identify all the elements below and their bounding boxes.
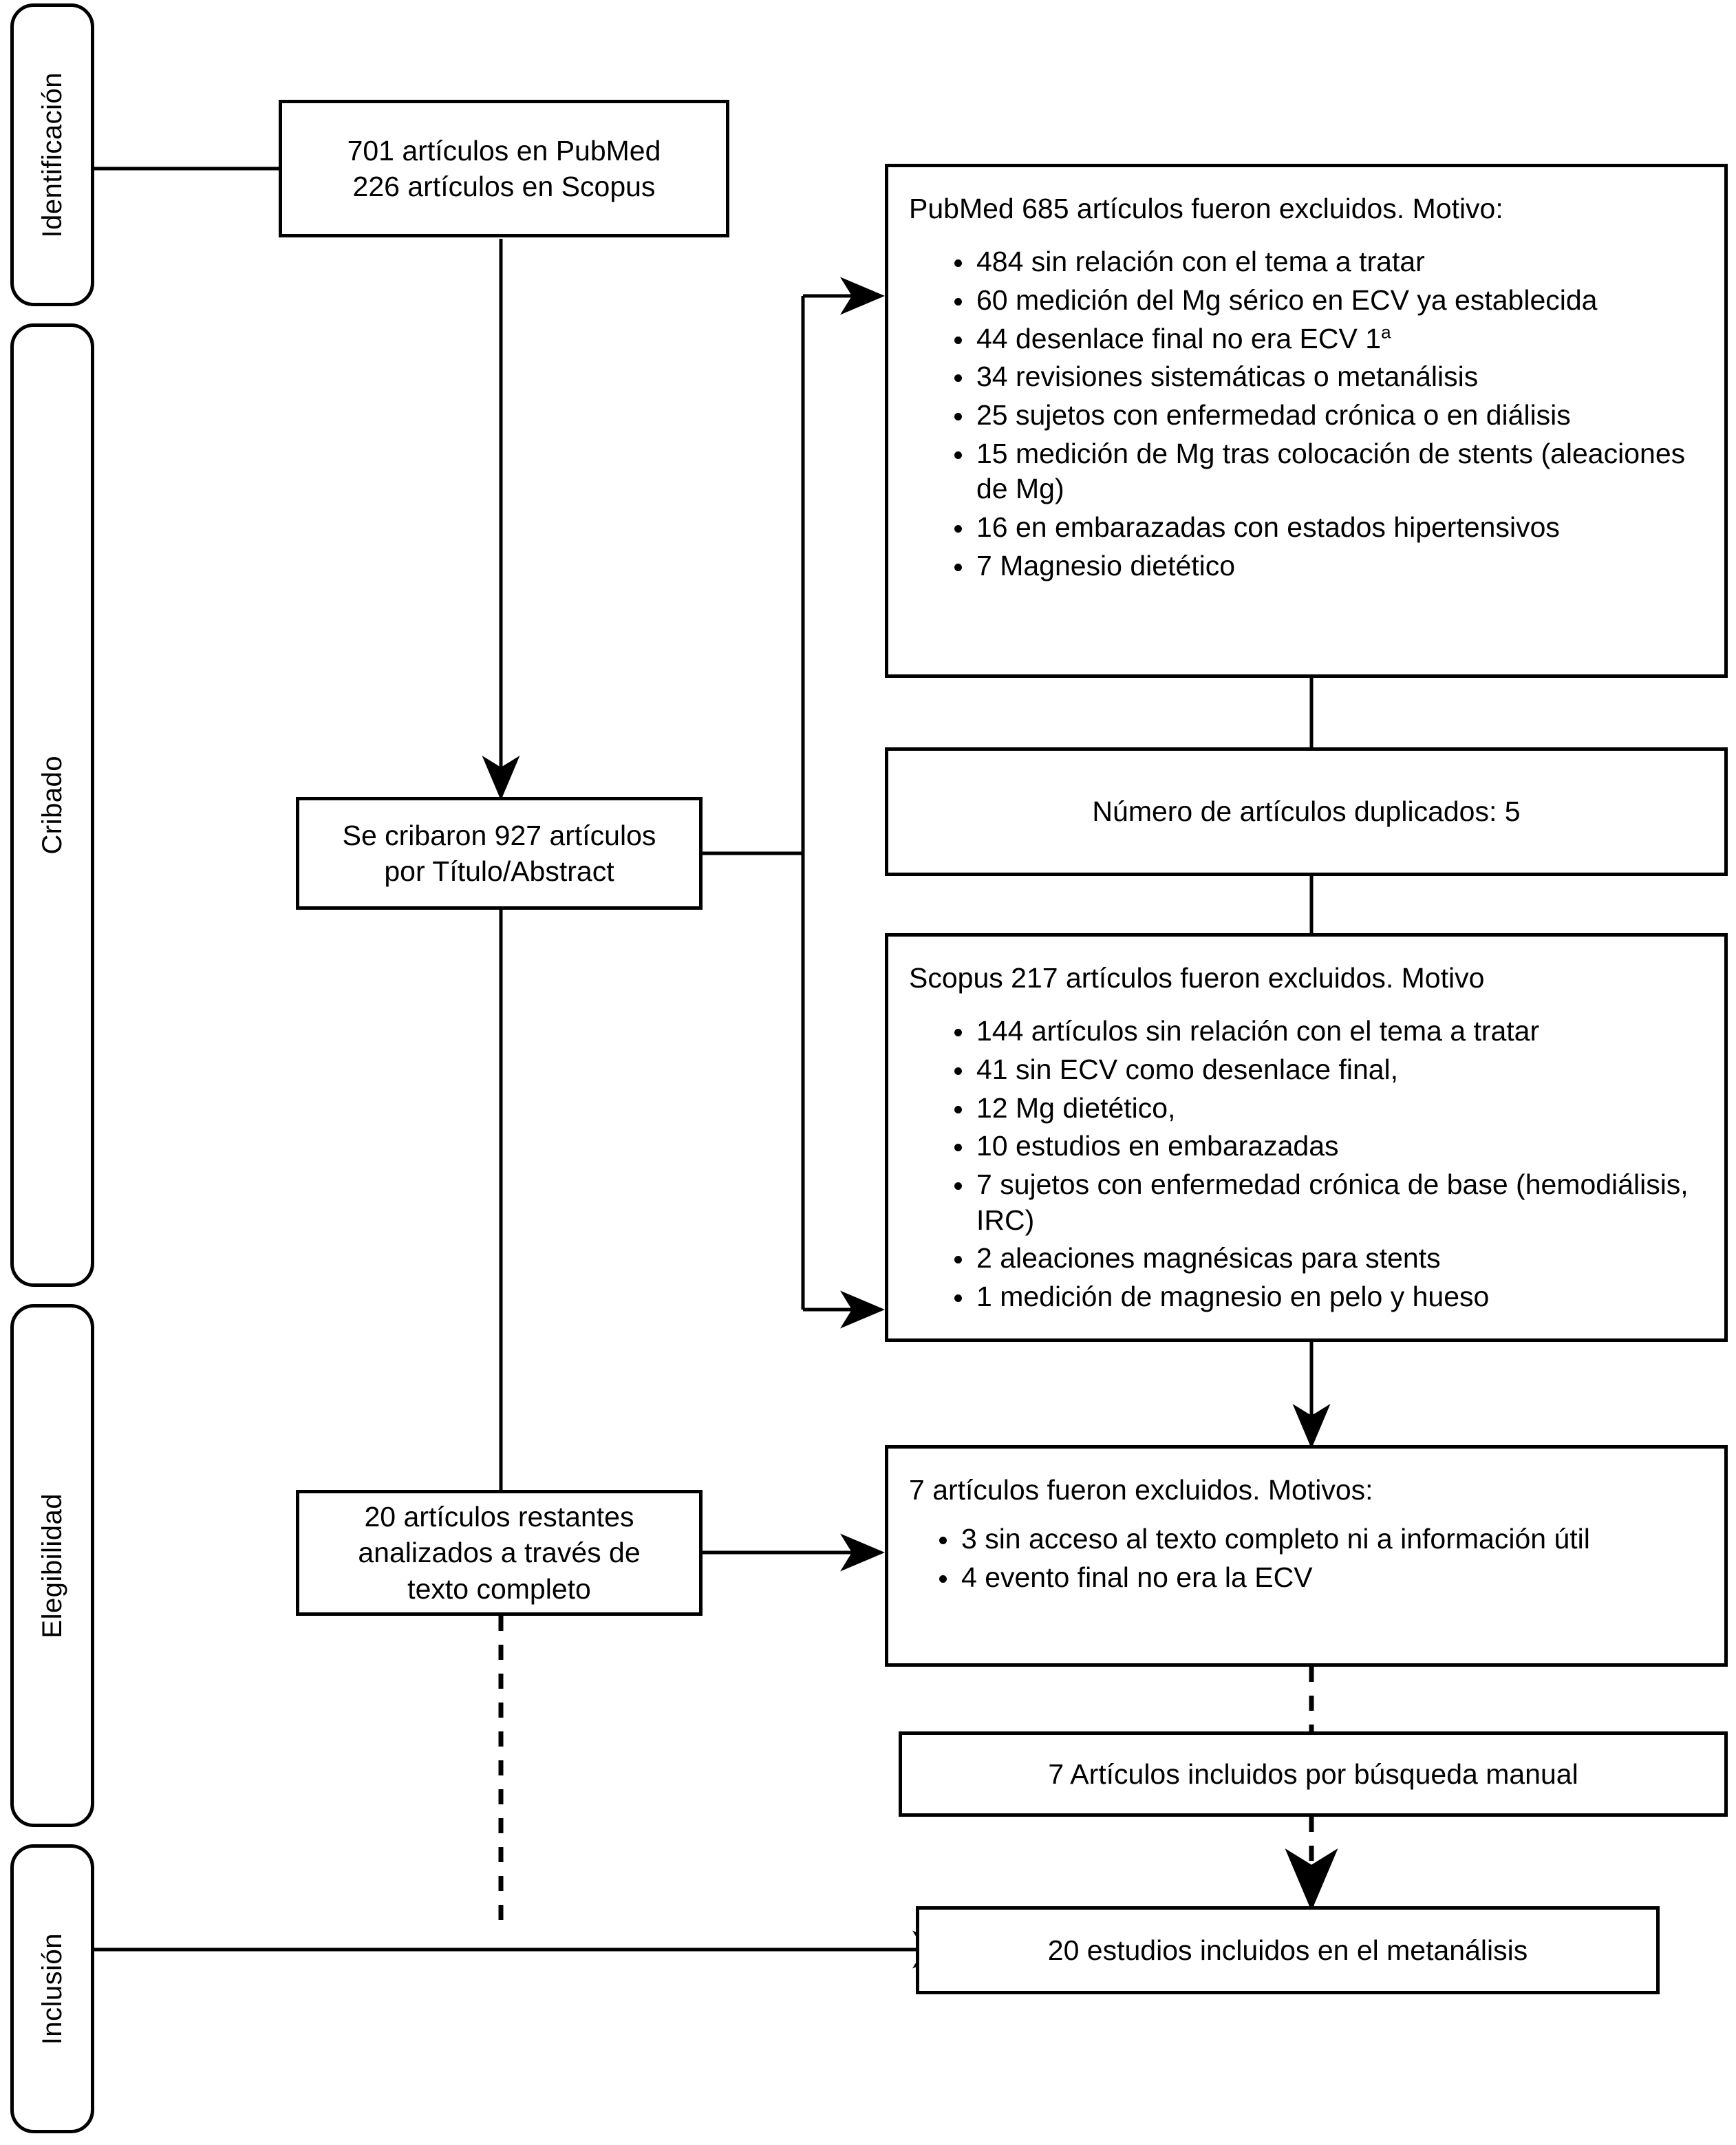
list-item: 7 sujetos con enfermedad crónica de base…	[952, 1167, 1711, 1238]
list-item: 1 medición de magnesio en pelo y hueso	[952, 1279, 1711, 1315]
list-item: 12 Mg dietético,	[952, 1091, 1711, 1127]
phase-label-cribado: Cribado	[10, 323, 94, 1287]
manual-search-text: 7 Artículos incluidos por búsqueda manua…	[1048, 1758, 1578, 1790]
phase-label-text: Elegibilidad	[37, 1493, 67, 1639]
list-item: 60 medición del Mg sérico en ECV ya esta…	[952, 283, 1711, 319]
box-records-identified: 701 artículos en PubMed 226 artículos en…	[279, 100, 729, 237]
phase-label-text: Inclusión	[37, 1932, 67, 2045]
list-item: 34 revisiones sistemáticas o metanálisis	[952, 359, 1711, 395]
phase-label-text: Cribado	[37, 756, 67, 855]
studies-included-text: 20 estudios incluidos en el metanálisis	[1047, 1934, 1528, 1966]
box-fulltext-excluded: 7 artículos fueron excluidos. Motivos: 3…	[885, 1445, 1728, 1667]
phase-label-inclusion: Inclusión	[10, 1844, 94, 2133]
phase-label-identificacion: Identificación	[10, 3, 94, 306]
phase-label-text: Identificación	[37, 72, 67, 238]
box-pubmed-excluded: PubMed 685 artículos fueron excluidos. M…	[885, 164, 1728, 678]
fulltext-excluded-reason-list: 3 sin acceso al texto completo ni a info…	[888, 1522, 1724, 1598]
list-item: 25 sujetos con enfermedad crónica o en d…	[952, 398, 1711, 434]
list-item: 7 Magnesio dietético	[952, 548, 1711, 584]
list-item: 2 aleaciones magnésicas para stents	[952, 1241, 1711, 1277]
list-item: 144 artículos sin relación con el tema a…	[952, 1014, 1711, 1049]
box-scopus-excluded: Scopus 217 artículos fueron excluidos. M…	[885, 933, 1728, 1342]
pubmed-excluded-title: PubMed 685 artículos fueron excluidos. M…	[909, 193, 1503, 224]
scopus-excluded-title: Scopus 217 artículos fueron excluidos. M…	[909, 962, 1485, 994]
phase-label-elegibilidad: Elegibilidad	[10, 1304, 94, 1827]
box-studies-included: 20 estudios incluidos en el metanálisis	[916, 1906, 1660, 1994]
list-item: 15 medición de Mg tras colocación de ste…	[952, 436, 1711, 507]
list-item: 44 desenlace final no era ECV 1a	[952, 321, 1711, 357]
list-item: 3 sin acceso al texto completo ni a info…	[936, 1522, 1711, 1557]
box-duplicates: Número de artículos duplicados: 5	[885, 747, 1728, 876]
box-screening: Se cribaron 927 artículos por Título/Abs…	[296, 797, 703, 910]
scopus-excluded-reason-list: 144 artículos sin relación con el tema a…	[888, 1014, 1724, 1317]
list-item: 10 estudios en embarazadas	[952, 1129, 1711, 1164]
box-fulltext-assessed: 20 artículos restantes analizados a trav…	[296, 1490, 703, 1616]
fulltext-excluded-title: 7 artículos fueron excluidos. Motivos:	[909, 1474, 1373, 1506]
box-manual-search: 7 Artículos incluidos por búsqueda manua…	[899, 1731, 1728, 1817]
list-item: 16 en embarazadas con estados hipertensi…	[952, 510, 1711, 546]
list-item: 484 sin relación con el tema a tratar	[952, 244, 1711, 280]
screening-text: Se cribaron 927 artículos por Título/Abs…	[342, 819, 656, 887]
records-identified-text: 701 artículos en PubMed 226 artículos en…	[347, 134, 661, 202]
fulltext-assessed-text: 20 artículos restantes analizados a trav…	[358, 1500, 641, 1605]
list-item: 4 evento final no era la ECV	[936, 1560, 1711, 1596]
duplicates-text: Número de artículos duplicados: 5	[1092, 796, 1521, 828]
list-item: 41 sin ECV como desenlace final,	[952, 1052, 1711, 1088]
pubmed-excluded-reason-list: 484 sin relación con el tema a tratar 60…	[888, 244, 1724, 586]
